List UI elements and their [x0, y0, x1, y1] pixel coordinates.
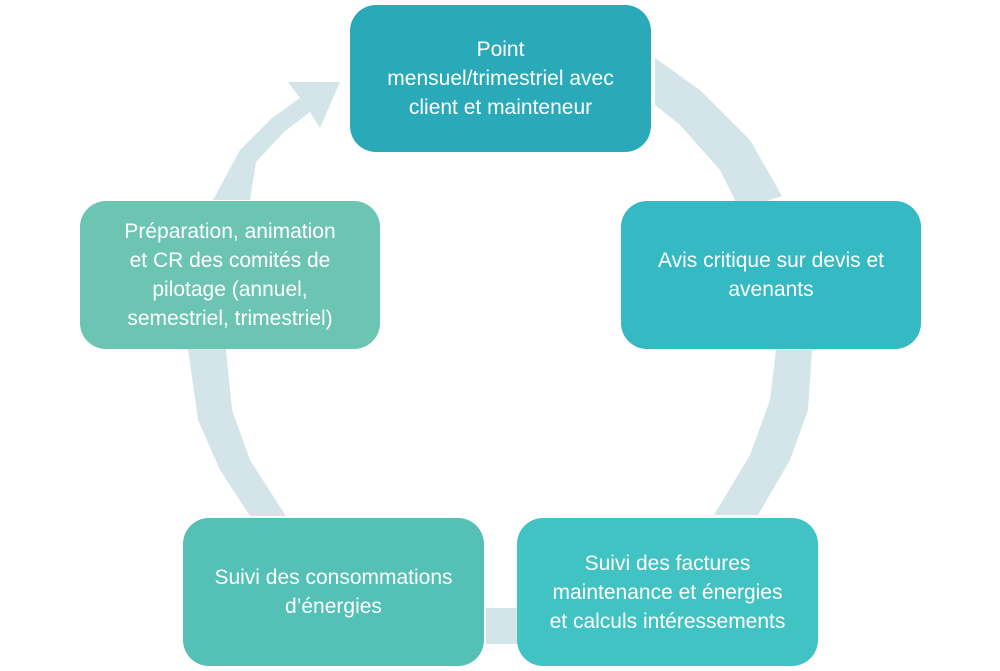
- cycle-arc-2-3: [714, 350, 812, 515]
- cycle-step-label: Préparation, animation et CR des comités…: [124, 220, 336, 330]
- cycle-step-label: Suivi des factures maintenance et énergi…: [549, 551, 786, 633]
- cycle-arc-3-4: [486, 608, 518, 644]
- cycle-step-label: Suivi des consommations d’énergies: [214, 566, 453, 618]
- cycle-step-avis-critique: Avis critique sur devis et avenants: [621, 201, 921, 349]
- cycle-step-point-mensuel: Point mensuel/trimestriel avec client et…: [350, 5, 651, 152]
- cycle-step-label: Point mensuel/trimestriel avec client et…: [387, 38, 614, 119]
- cycle-step-label: Avis critique sur devis et avenants: [657, 249, 885, 301]
- cycle-arc-4-5: [188, 349, 286, 516]
- cycle-arc-5-1: [213, 82, 340, 200]
- cycle-step-comites-pilotage: Préparation, animation et CR des comités…: [80, 201, 380, 349]
- cycle-arc-1-2: [655, 58, 782, 210]
- cycle-step-suivi-factures: Suivi des factures maintenance et énergi…: [517, 518, 818, 666]
- cycle-step-suivi-consommations: Suivi des consommations d’énergies: [183, 518, 484, 666]
